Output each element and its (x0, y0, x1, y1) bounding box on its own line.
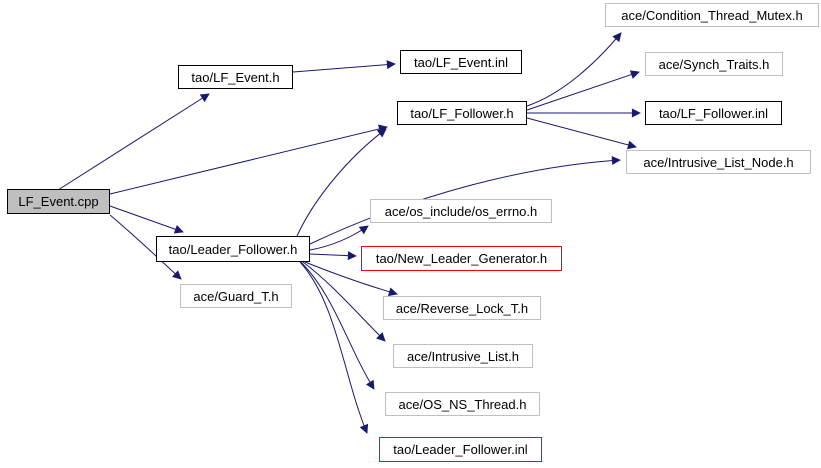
edge-leader_follower_h-to-new_leader_generator_h (309, 251, 357, 261)
edge-leader_follower_h-to-intrusive_list_h (302, 261, 386, 342)
edge-leader_follower_h-to-leader_follower_inl (299, 261, 369, 434)
node-ace-os-ns-thread-h[interactable]: ace/OS_NS_Thread.h (385, 392, 540, 416)
edge-lf_follower_h-to-intrusive_list_node_h (526, 117, 637, 150)
node-tao-lf-event-inl[interactable]: tao/LF_Event.inl (400, 50, 522, 74)
node-tao-lf-follower-h[interactable]: tao/LF_Follower.h (397, 101, 527, 125)
edge-lf_follower_h-to-synch_traits_h (526, 70, 640, 111)
edge-leader_follower_h-to-os_ns_thread_h (300, 261, 375, 390)
edge-leader_follower_h-to-reverse_lock_t_h (304, 261, 398, 297)
edge-lf_follower_h-to-condition_thread_mutex_h (526, 32, 622, 107)
node-ace-os-include-os-errno-h[interactable]: ace/os_include/os_errno.h (370, 199, 552, 223)
node-ace-guard-t-h[interactable]: ace/Guard_T.h (180, 284, 292, 308)
node-tao-lf-event-h[interactable]: tao/LF_Event.h (178, 65, 293, 89)
node-ace-synch-traits-h[interactable]: ace/Synch_Traits.h (645, 52, 783, 76)
node-tao-lf-follower-inl[interactable]: tao/LF_Follower.inl (645, 101, 782, 125)
node-tao-leader-follower-inl[interactable]: tao/Leader_Follower.inl (379, 437, 542, 462)
node-ace-intrusive-list-node-h[interactable]: ace/Intrusive_List_Node.h (626, 150, 811, 174)
node-tao-leader-follower-h[interactable]: tao/Leader_Follower.h (156, 236, 310, 262)
node-tao-new-leader-generator-h[interactable]: tao/New_Leader_Generator.h (361, 246, 562, 271)
edge-leader_follower_h-to-intrusive_list_node_h (309, 156, 621, 245)
edge-leader_follower_h-to-lf_follower_h (296, 128, 387, 237)
edge-lf_event_cpp-to-lf_follower_h (109, 124, 388, 195)
node-ace-reverse-lock-t-h[interactable]: ace/Reverse_Lock_T.h (383, 296, 541, 320)
edge-lf_event_cpp-to-guard_t_h (109, 214, 182, 280)
edge-leader_follower_h-to-os_errno_h (309, 225, 369, 251)
edge-lf_event_cpp-to-lf_event_h (57, 93, 210, 191)
edge-lf_event_cpp-to-leader_follower_h (109, 205, 184, 234)
node-ace-condition-thread-mutex-h[interactable]: ace/Condition_Thread_Mutex.h (605, 3, 819, 27)
node-ace-intrusive-list-h[interactable]: ace/Intrusive_List.h (393, 344, 533, 368)
edge-lf_event_h-to-lf_event_inl (292, 60, 396, 73)
node-lf-event-cpp[interactable]: LF_Event.cpp (7, 189, 110, 214)
